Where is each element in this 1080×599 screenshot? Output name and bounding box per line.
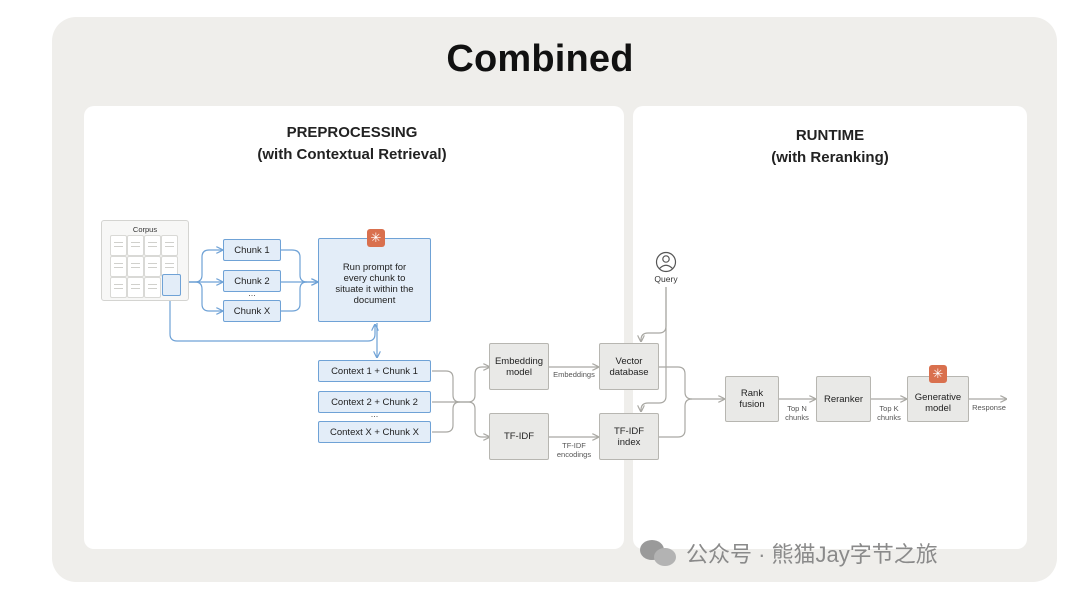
selected-document-icon bbox=[162, 274, 181, 296]
rank-fusion-box: Rank fusion bbox=[725, 376, 779, 422]
document-icon bbox=[127, 235, 144, 256]
vector-database-box: Vector database bbox=[599, 343, 659, 390]
watermark-text: 公众号 · 熊猫Jay字节之旅 bbox=[686, 542, 938, 567]
edge-query-index bbox=[641, 287, 667, 411]
document-icon bbox=[110, 235, 127, 256]
edge-merge-tfidf bbox=[460, 401, 489, 437]
edge-chunk1-prompt bbox=[281, 249, 317, 282]
edge-query-vector bbox=[641, 287, 667, 341]
edge-vector-fusion bbox=[659, 366, 724, 399]
embedding-model-box: Embedding model bbox=[489, 343, 549, 390]
contextual-prompt-box: Run prompt for every chunk to situate it… bbox=[318, 238, 431, 322]
preprocessing-subheading: (with Contextual Retrieval) bbox=[257, 146, 447, 163]
preprocessing-heading: PREPROCESSING bbox=[286, 124, 418, 141]
edge-index-fusion bbox=[659, 398, 693, 438]
response-label: Response bbox=[972, 403, 1006, 412]
context-x-box: Context X + Chunk X bbox=[318, 421, 431, 443]
document-icon bbox=[144, 277, 161, 298]
chunk-ellipsis: ... bbox=[248, 288, 256, 298]
claude-logo-icon: ✳ bbox=[367, 229, 385, 247]
tfidf-encodings-label: TF-IDF encodings bbox=[556, 441, 592, 459]
chunk-2-box: Chunk 2 bbox=[223, 270, 281, 292]
reranker-box: Reranker bbox=[816, 376, 871, 422]
edge-ctx1-merge bbox=[432, 370, 461, 403]
edge-merge-embedding bbox=[460, 367, 489, 403]
generative-model-box: Generative model bbox=[907, 376, 969, 422]
runtime-title: RUNTIME (with Reranking) bbox=[633, 125, 1027, 169]
chunk-1-box: Chunk 1 bbox=[223, 239, 281, 261]
runtime-subheading: (with Reranking) bbox=[771, 149, 889, 166]
corpus: Corpus bbox=[101, 220, 189, 301]
preprocessing-panel bbox=[84, 106, 624, 549]
document-icon bbox=[110, 256, 127, 277]
edge-chunkx-prompt bbox=[281, 281, 308, 312]
document-icon bbox=[127, 256, 144, 277]
runtime-heading: RUNTIME bbox=[795, 127, 865, 144]
document-icon bbox=[144, 256, 161, 277]
document-icon bbox=[161, 235, 178, 256]
corpus-label: Corpus bbox=[132, 225, 158, 234]
edge-doc-loop bbox=[169, 293, 375, 342]
diagram-title: Combined bbox=[446, 38, 634, 80]
document-icon bbox=[144, 235, 161, 256]
top-n-chunks-label: Top N chunks bbox=[785, 404, 809, 422]
edge-ctxx-merge bbox=[432, 401, 461, 433]
top-k-chunks-label: Top K chunks bbox=[877, 404, 901, 422]
runtime-panel bbox=[633, 106, 1027, 549]
query-user-icon bbox=[655, 251, 677, 273]
embeddings-label: Embeddings bbox=[553, 370, 595, 379]
edge-doc-chunkx bbox=[181, 281, 222, 311]
preprocessing-title: PREPROCESSING (with Contextual Retrieval… bbox=[84, 122, 620, 166]
context-ellipsis: ... bbox=[370, 409, 379, 419]
context-2-box: Context 2 + Chunk 2 bbox=[318, 391, 431, 413]
query-label: Query bbox=[654, 274, 678, 284]
tfidf-index-box: TF-IDF index bbox=[599, 413, 659, 460]
context-1-box: Context 1 + Chunk 1 bbox=[318, 360, 431, 382]
document-icon bbox=[110, 277, 127, 298]
tfidf-box: TF-IDF bbox=[489, 413, 549, 460]
chunk-x-box: Chunk X bbox=[223, 300, 281, 322]
claude-logo-icon: ✳ bbox=[929, 365, 947, 383]
watermark: 公众号 · 熊猫Jay字节之旅 bbox=[640, 537, 938, 569]
document-icon bbox=[127, 277, 144, 298]
wechat-icon bbox=[640, 540, 678, 566]
